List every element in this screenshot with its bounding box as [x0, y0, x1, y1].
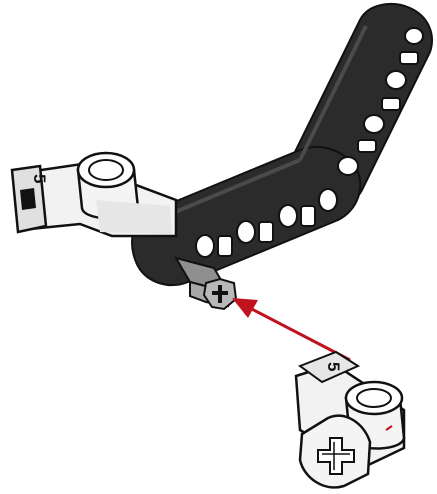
- bent-liftarm-beam-icon: [132, 4, 432, 285]
- angle-connector-icon: 5: [296, 352, 404, 487]
- connector-lower-number: 5: [324, 362, 343, 371]
- connector-upper-number: 5: [30, 174, 49, 183]
- angle-connector-icon: 5: [12, 153, 176, 236]
- insert-arrow-icon: [232, 298, 350, 360]
